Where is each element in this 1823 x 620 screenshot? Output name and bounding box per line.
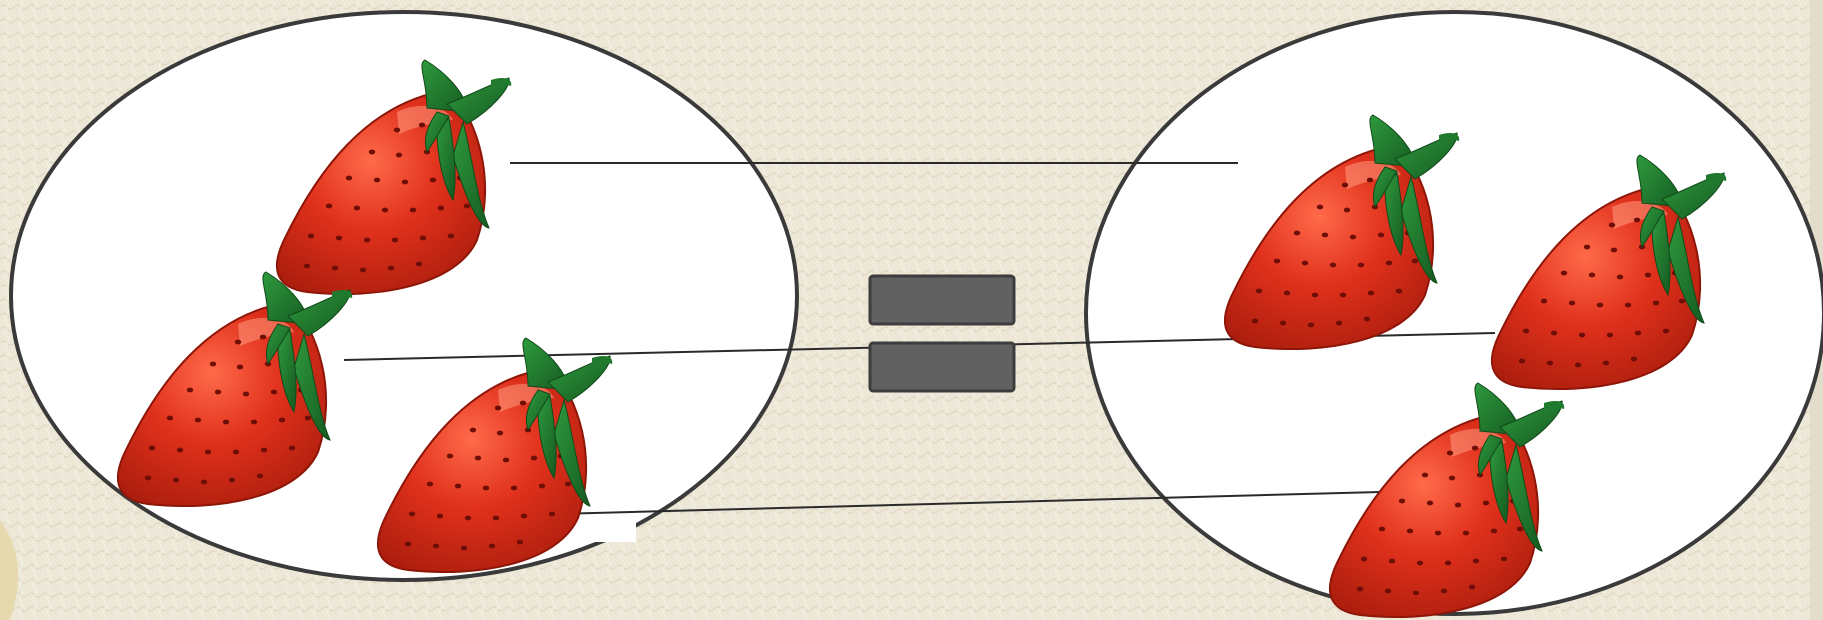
matching-diagram [0,0,1823,620]
diagram-canvas [0,0,1823,620]
